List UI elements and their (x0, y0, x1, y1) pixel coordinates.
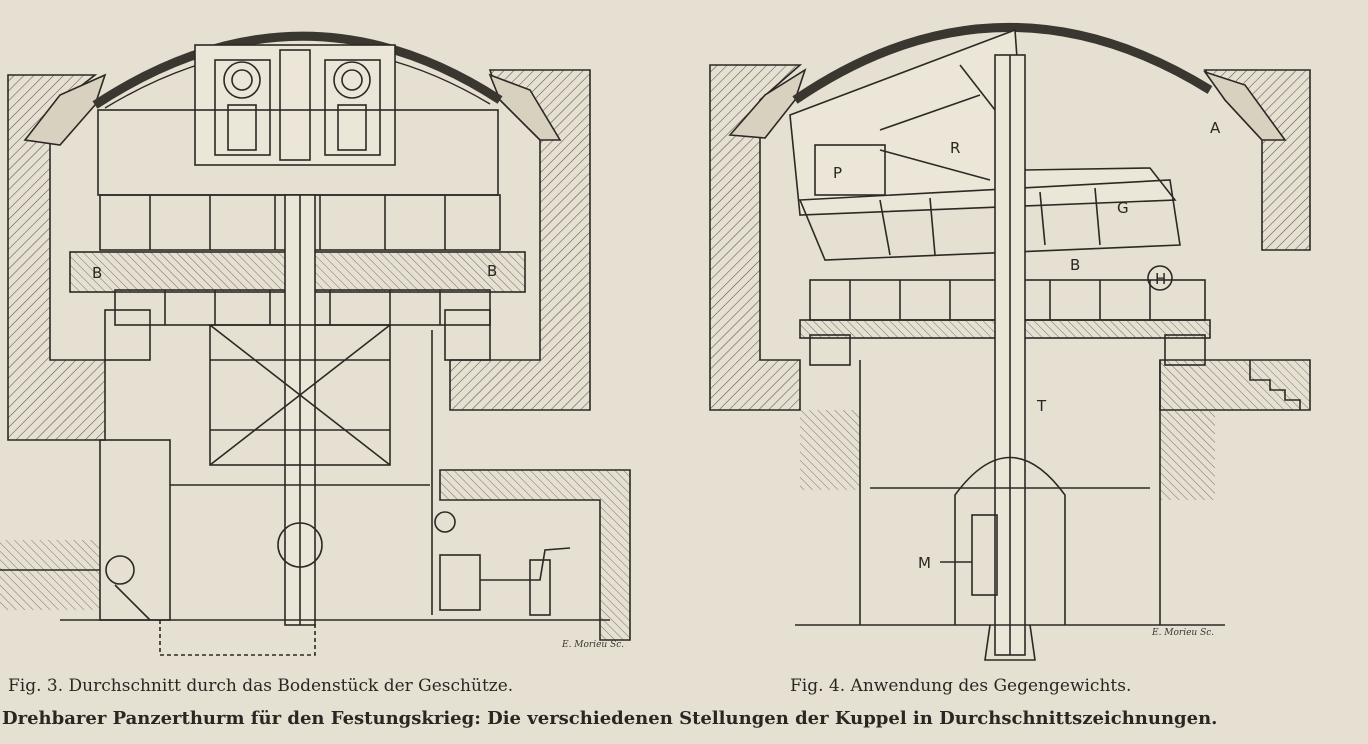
masonry-bottom-right (439, 469, 631, 641)
masonry-right-fig4 (1203, 69, 1311, 251)
fig4-label-h: H (1155, 270, 1166, 288)
figure-4-drawing: A R P G B H T M (709, 23, 1311, 661)
fig4-label-b: B (1070, 256, 1080, 274)
cupola-dome-fig4 (792, 23, 1213, 104)
fig4-label-t: T (1036, 397, 1047, 415)
fig4-label-p: P (833, 164, 842, 182)
masonry-bottom-left (0, 540, 100, 610)
fig4-label-m: M (918, 554, 931, 572)
figure-3-caption: Fig. 3. Durchschnitt durch das Bodenstüc… (8, 676, 514, 696)
glacis-left (23, 73, 107, 146)
engraver-signature-fig3: E. Morieu Sc. (562, 640, 625, 650)
cupola-dome-fig3 (92, 31, 503, 109)
fig3-label-b-right: B (487, 262, 497, 280)
figure-4-caption: Fig. 4. Anwendung des Gegengewichts. (790, 676, 1132, 696)
masonry-left-fig4 (709, 64, 803, 411)
figure-3-drawing: B B (0, 31, 631, 656)
fig3-label-b-left: B (92, 264, 102, 282)
fig4-label-g: G (1117, 199, 1129, 217)
masonry-left (7, 74, 106, 441)
fig4-label-r: R (950, 139, 960, 157)
plate-title: Drehbarer Panzerthurm für den Festungskr… (2, 708, 1218, 729)
engraver-signature-fig4: E. Morieu Sc. (1152, 628, 1215, 638)
fig4-label-a: A (1210, 119, 1221, 137)
